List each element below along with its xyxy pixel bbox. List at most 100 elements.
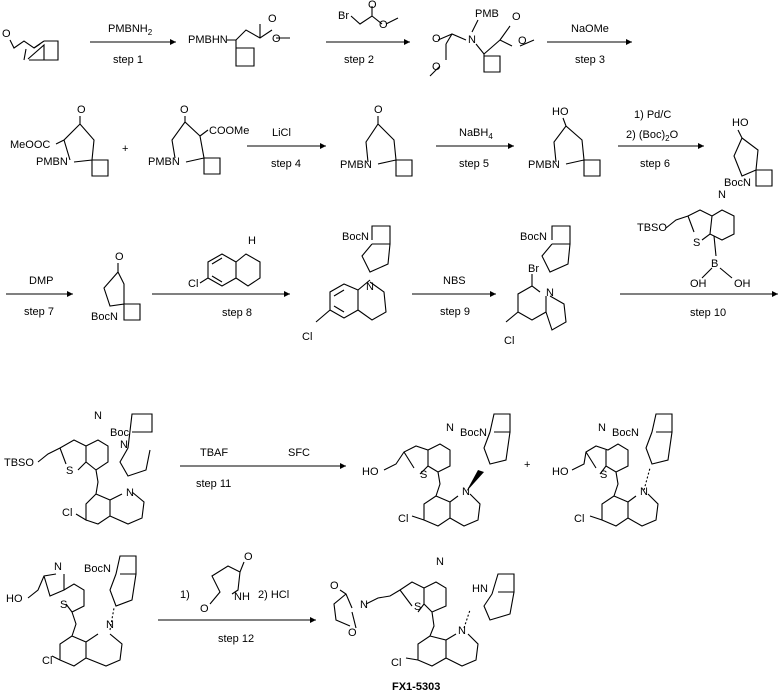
atom-bocn: BocN	[520, 231, 547, 243]
atom-cl: Cl	[398, 513, 408, 525]
atom-pmbhn: PMBHN	[188, 34, 228, 46]
atom-h: H	[248, 235, 256, 247]
atom-pmbn: PMBN	[528, 159, 560, 171]
step-12-reagent-pre: 1)	[180, 589, 190, 601]
compound-11: TBSO N Boc N S N Cl	[4, 410, 153, 525]
compound-8: O BocN	[91, 251, 141, 323]
atom-s: S	[414, 601, 421, 613]
atom-b: B	[711, 258, 718, 270]
atom-s: S	[693, 237, 700, 249]
atom-cl: Cl	[574, 513, 584, 525]
compound-13: HO N BocN S N Cl	[6, 555, 137, 667]
step-9: NBS step 9	[412, 275, 496, 318]
step-6: 1) Pd/C 2) (Boc)2O step 6	[618, 109, 704, 170]
atom-n: N	[546, 287, 554, 299]
atom-bocn: BocN	[460, 427, 487, 439]
step-1-reagent: PMBNH2	[108, 23, 153, 37]
atom-o: O	[2, 28, 11, 40]
step-12-label: step 12	[218, 633, 254, 645]
step-6-reagent-1: 1) Pd/C	[634, 109, 671, 121]
atom-o: O	[272, 33, 281, 45]
step-5-reagent: NaBH4	[459, 127, 493, 141]
atom-o: O	[200, 603, 209, 615]
step-7: DMP step 7	[6, 275, 73, 318]
step-3: NaOMe step 3	[547, 23, 632, 66]
atom-n: N	[436, 556, 444, 568]
compound-3: PMB N O O O O	[429, 8, 535, 77]
atom-cl: Cl	[62, 507, 72, 519]
atom-n: N	[126, 487, 134, 499]
atom-pmbn: PMBN	[36, 156, 68, 168]
step-11: TBAF SFC step 11	[180, 447, 346, 490]
atom-o: O	[268, 13, 277, 25]
compound-label: FX1-5303	[392, 681, 440, 693]
step-1: PMBNH2 step 1	[90, 23, 176, 66]
atom-bocn: BocN	[612, 427, 639, 439]
plus-sign: +	[122, 143, 128, 155]
atom-cl: Cl	[391, 657, 401, 669]
atom-n: N	[54, 561, 62, 573]
final-compound: O N O N S HN N Cl	[330, 556, 515, 669]
atom-o: O	[379, 19, 388, 31]
atom-tbso: TBSO	[637, 222, 667, 234]
atom-n: N	[360, 599, 368, 611]
step-9-label: step 9	[440, 306, 470, 318]
atom-n: N	[718, 189, 726, 201]
compound-4a: MeOOC PMBN O	[10, 104, 109, 177]
atom-ho: HO	[552, 466, 569, 478]
atom-ho: HO	[6, 593, 23, 605]
atom-n: N	[94, 410, 102, 422]
atom-o: O	[180, 104, 189, 116]
compound-2: PMBHN O O	[188, 13, 290, 67]
atom-o: O	[374, 104, 383, 116]
step-1-label: step 1	[113, 54, 143, 66]
atom-cl: Cl	[42, 655, 52, 667]
atom-n: N	[598, 422, 606, 434]
atom-n: N	[106, 619, 114, 631]
atom-o: O	[432, 33, 441, 45]
step-4: LiCl step 4	[247, 127, 326, 170]
atom-cl: Cl	[302, 331, 312, 343]
step-6-reagent-2: 2) (Boc)2O	[626, 129, 679, 143]
atom-bocn: BocN	[342, 231, 369, 243]
step-8: Cl H step 8	[152, 235, 290, 319]
step-8-label: step 8	[222, 307, 252, 319]
atom-pmbn: PMBN	[148, 156, 180, 168]
atom-br: Br	[528, 263, 539, 275]
atom-bocn: BocN	[724, 177, 751, 189]
atom-pmbn: PMBN	[340, 159, 372, 171]
step-10-label: step 10	[690, 307, 726, 319]
atom-hn: HN	[472, 583, 488, 595]
step-4-reagent: LiCl	[272, 127, 291, 139]
atom-o: O	[330, 580, 339, 592]
atom-o: O	[348, 627, 357, 639]
atom-n: N	[366, 281, 374, 293]
atom-bocn: BocN	[91, 311, 118, 323]
step-12-reagent-post: 2) HCl	[258, 589, 289, 601]
compound-1: O	[2, 28, 59, 61]
atom-n: N	[120, 439, 128, 451]
atom-nh: NH	[234, 591, 250, 603]
step-7-label: step 7	[24, 306, 54, 318]
step-2: Br O O step 2	[326, 0, 410, 66]
atom-n: N	[640, 486, 648, 498]
plus-sign: +	[524, 459, 530, 471]
atom-o: O	[432, 61, 441, 73]
step-7-reagent: DMP	[29, 275, 53, 287]
atom-oh: OH	[690, 278, 707, 290]
atom-cl: Cl	[188, 278, 198, 290]
compound-5: PMBN O	[340, 104, 413, 177]
atom-boc: Boc	[110, 427, 129, 439]
step-9-reagent: NBS	[443, 275, 466, 287]
compound-10: BocN Br N Cl	[504, 225, 571, 347]
step-5: NaBH4 step 5	[436, 127, 514, 170]
atom-o: O	[115, 251, 124, 263]
atom-ho: HO	[362, 466, 379, 478]
atom-n: N	[458, 625, 466, 637]
atom-bocn: BocN	[84, 563, 111, 575]
step-5-label: step 5	[459, 158, 489, 170]
sfc-label: SFC	[288, 447, 310, 459]
atom-br: Br	[338, 10, 349, 22]
atom-s: S	[66, 465, 73, 477]
